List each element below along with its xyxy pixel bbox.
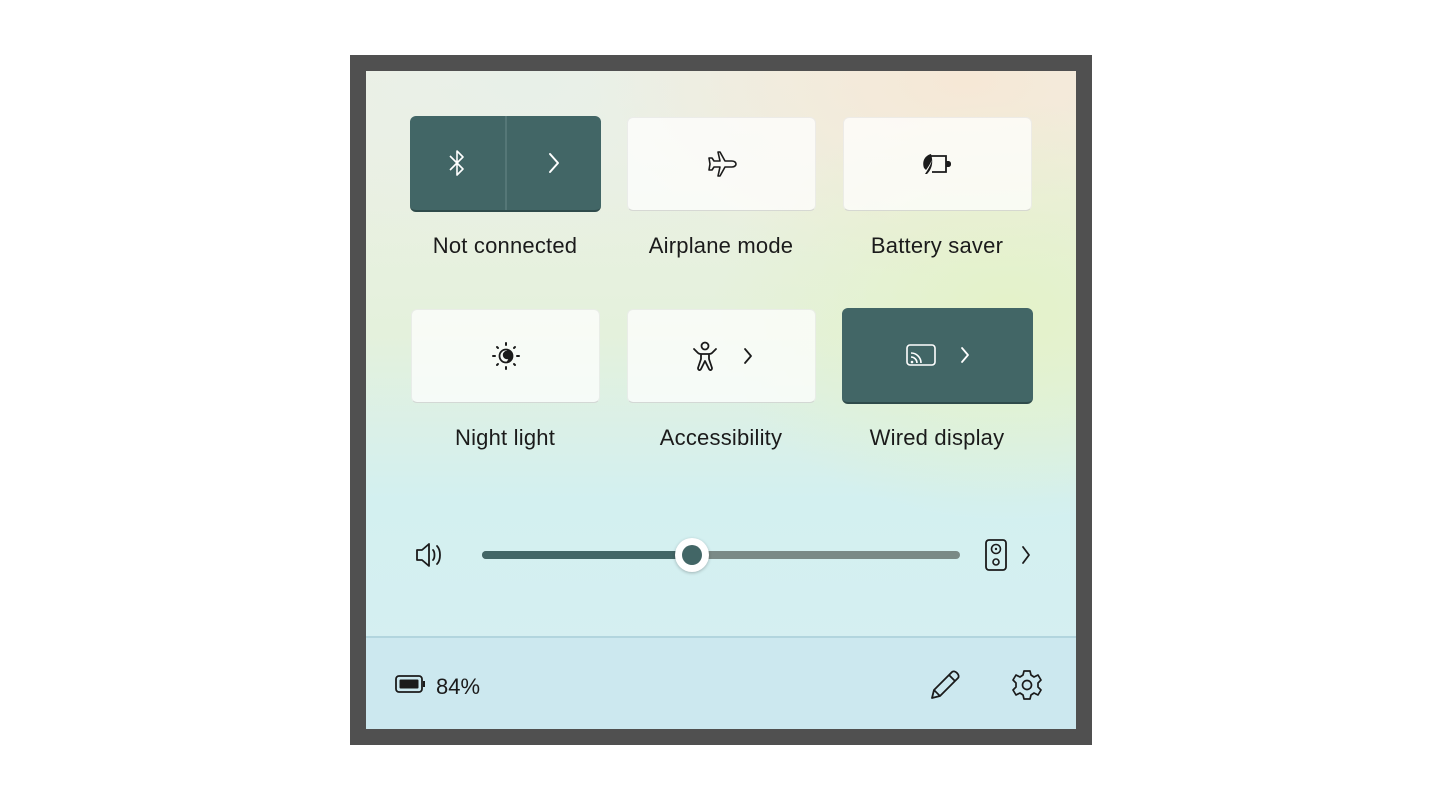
tile-night-light[interactable]	[411, 309, 600, 403]
tile-bluetooth	[410, 116, 601, 212]
tile-divider	[504, 116, 507, 210]
speaker-volume-icon[interactable]	[414, 540, 448, 575]
volume-slider-track[interactable]	[482, 551, 960, 559]
airplane-icon	[706, 148, 738, 180]
quick-settings-window-frame: Not connected Airplane mode Battery save…	[350, 55, 1092, 745]
battery-status[interactable]: 84%	[394, 673, 480, 700]
night-light-icon	[490, 340, 522, 372]
quick-settings-panel: Not connected Airplane mode Battery save…	[366, 71, 1076, 729]
edit-quick-settings-button[interactable]	[928, 668, 962, 707]
speaker-device-icon[interactable]	[984, 538, 1008, 577]
volume-slider[interactable]	[482, 538, 960, 572]
bluetooth-expand-button[interactable]	[507, 116, 602, 210]
tile-battery-saver[interactable]	[843, 117, 1032, 211]
tile-label-accessibility: Accessibility	[659, 425, 783, 450]
tile-label-wired-display: Wired display	[869, 425, 1005, 450]
bluetooth-toggle-button[interactable]	[410, 116, 505, 210]
battery-saver-icon	[920, 150, 956, 178]
gear-icon	[1010, 670, 1044, 706]
battery-percent: 84%	[436, 673, 481, 699]
accessibility-icon	[690, 340, 720, 372]
tile-accessibility[interactable]	[627, 309, 816, 403]
volume-slider-thumb[interactable]	[675, 538, 710, 572]
settings-button[interactable]	[1010, 668, 1044, 707]
chevron-right-icon	[547, 151, 561, 175]
volume-row	[414, 536, 1044, 576]
tile-airplane-mode[interactable]	[627, 117, 816, 211]
tile-wired-display[interactable]	[842, 308, 1033, 404]
tile-label-night-light: Night light	[454, 425, 556, 450]
tile-label-bluetooth: Not connected	[432, 233, 578, 258]
battery-icon	[394, 673, 428, 700]
quick-settings-footer: 84%	[366, 636, 1076, 729]
bluetooth-icon	[446, 148, 468, 178]
chevron-right-icon	[959, 345, 971, 365]
tile-label-airplane-mode: Airplane mode	[648, 233, 794, 258]
volume-slider-fill	[482, 551, 693, 559]
pencil-icon	[928, 670, 962, 706]
tile-label-battery-saver: Battery saver	[870, 233, 1004, 258]
cast-icon	[905, 343, 937, 367]
chevron-right-icon	[742, 346, 754, 366]
chevron-right-icon[interactable]	[1020, 544, 1032, 571]
